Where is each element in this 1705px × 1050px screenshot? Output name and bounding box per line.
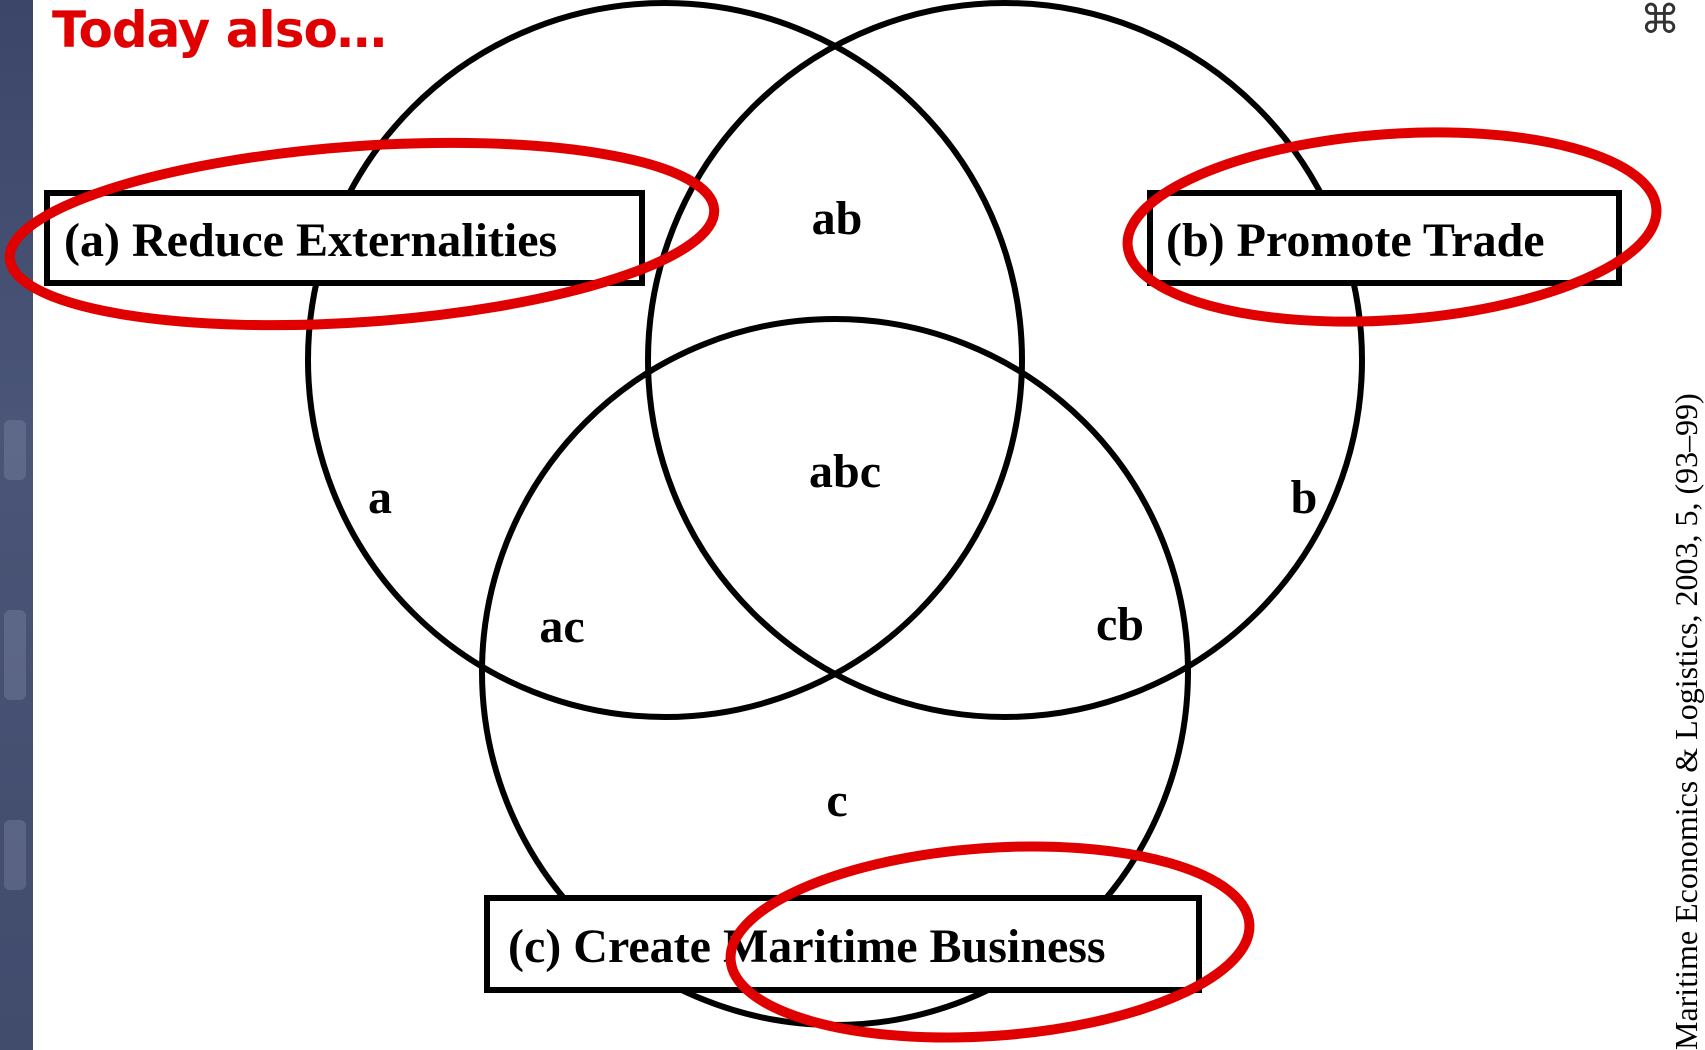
region-label-c: c <box>826 774 847 827</box>
highlight-ellipse-b <box>1122 127 1662 327</box>
side-bar-texture <box>4 820 26 890</box>
label-box-c-frame <box>484 895 1202 993</box>
side-bar-texture <box>4 420 26 480</box>
label-box-b-frame <box>1147 190 1622 286</box>
region-label-ac: ac <box>539 600 584 653</box>
citation: Maritime Economics & Logistics, 2003, 5,… <box>1668 393 1704 1050</box>
label-box-a-frame <box>44 190 645 286</box>
circle-b <box>645 0 1365 720</box>
label-box-c-text: (c) Create Maritime Business <box>508 920 1106 973</box>
side-bar-texture <box>4 610 26 700</box>
label-box-a-text: (a) Reduce Externalities <box>64 214 557 267</box>
slide-title: Today also… <box>52 1 387 59</box>
label-box-b: (b) Promote Trade <box>1147 190 1622 286</box>
label-box-b-text: (b) Promote Trade <box>1166 214 1545 267</box>
region-label-a: a <box>368 471 392 524</box>
region-label-ab: ab <box>812 192 863 245</box>
region-label-b: b <box>1291 471 1318 524</box>
highlight-ellipse-c <box>725 841 1255 1043</box>
slide-side-bar <box>0 0 33 1050</box>
label-box-c: (c) Create Maritime Business <box>484 895 1202 993</box>
network-icon: ⌘ <box>1640 0 1680 43</box>
label-box-a: (a) Reduce Externalities <box>44 190 645 286</box>
circle-a <box>305 0 1025 720</box>
region-label-cb: cb <box>1096 598 1144 651</box>
highlight-ellipse-a <box>4 137 720 331</box>
region-label-abc: abc <box>809 445 881 498</box>
